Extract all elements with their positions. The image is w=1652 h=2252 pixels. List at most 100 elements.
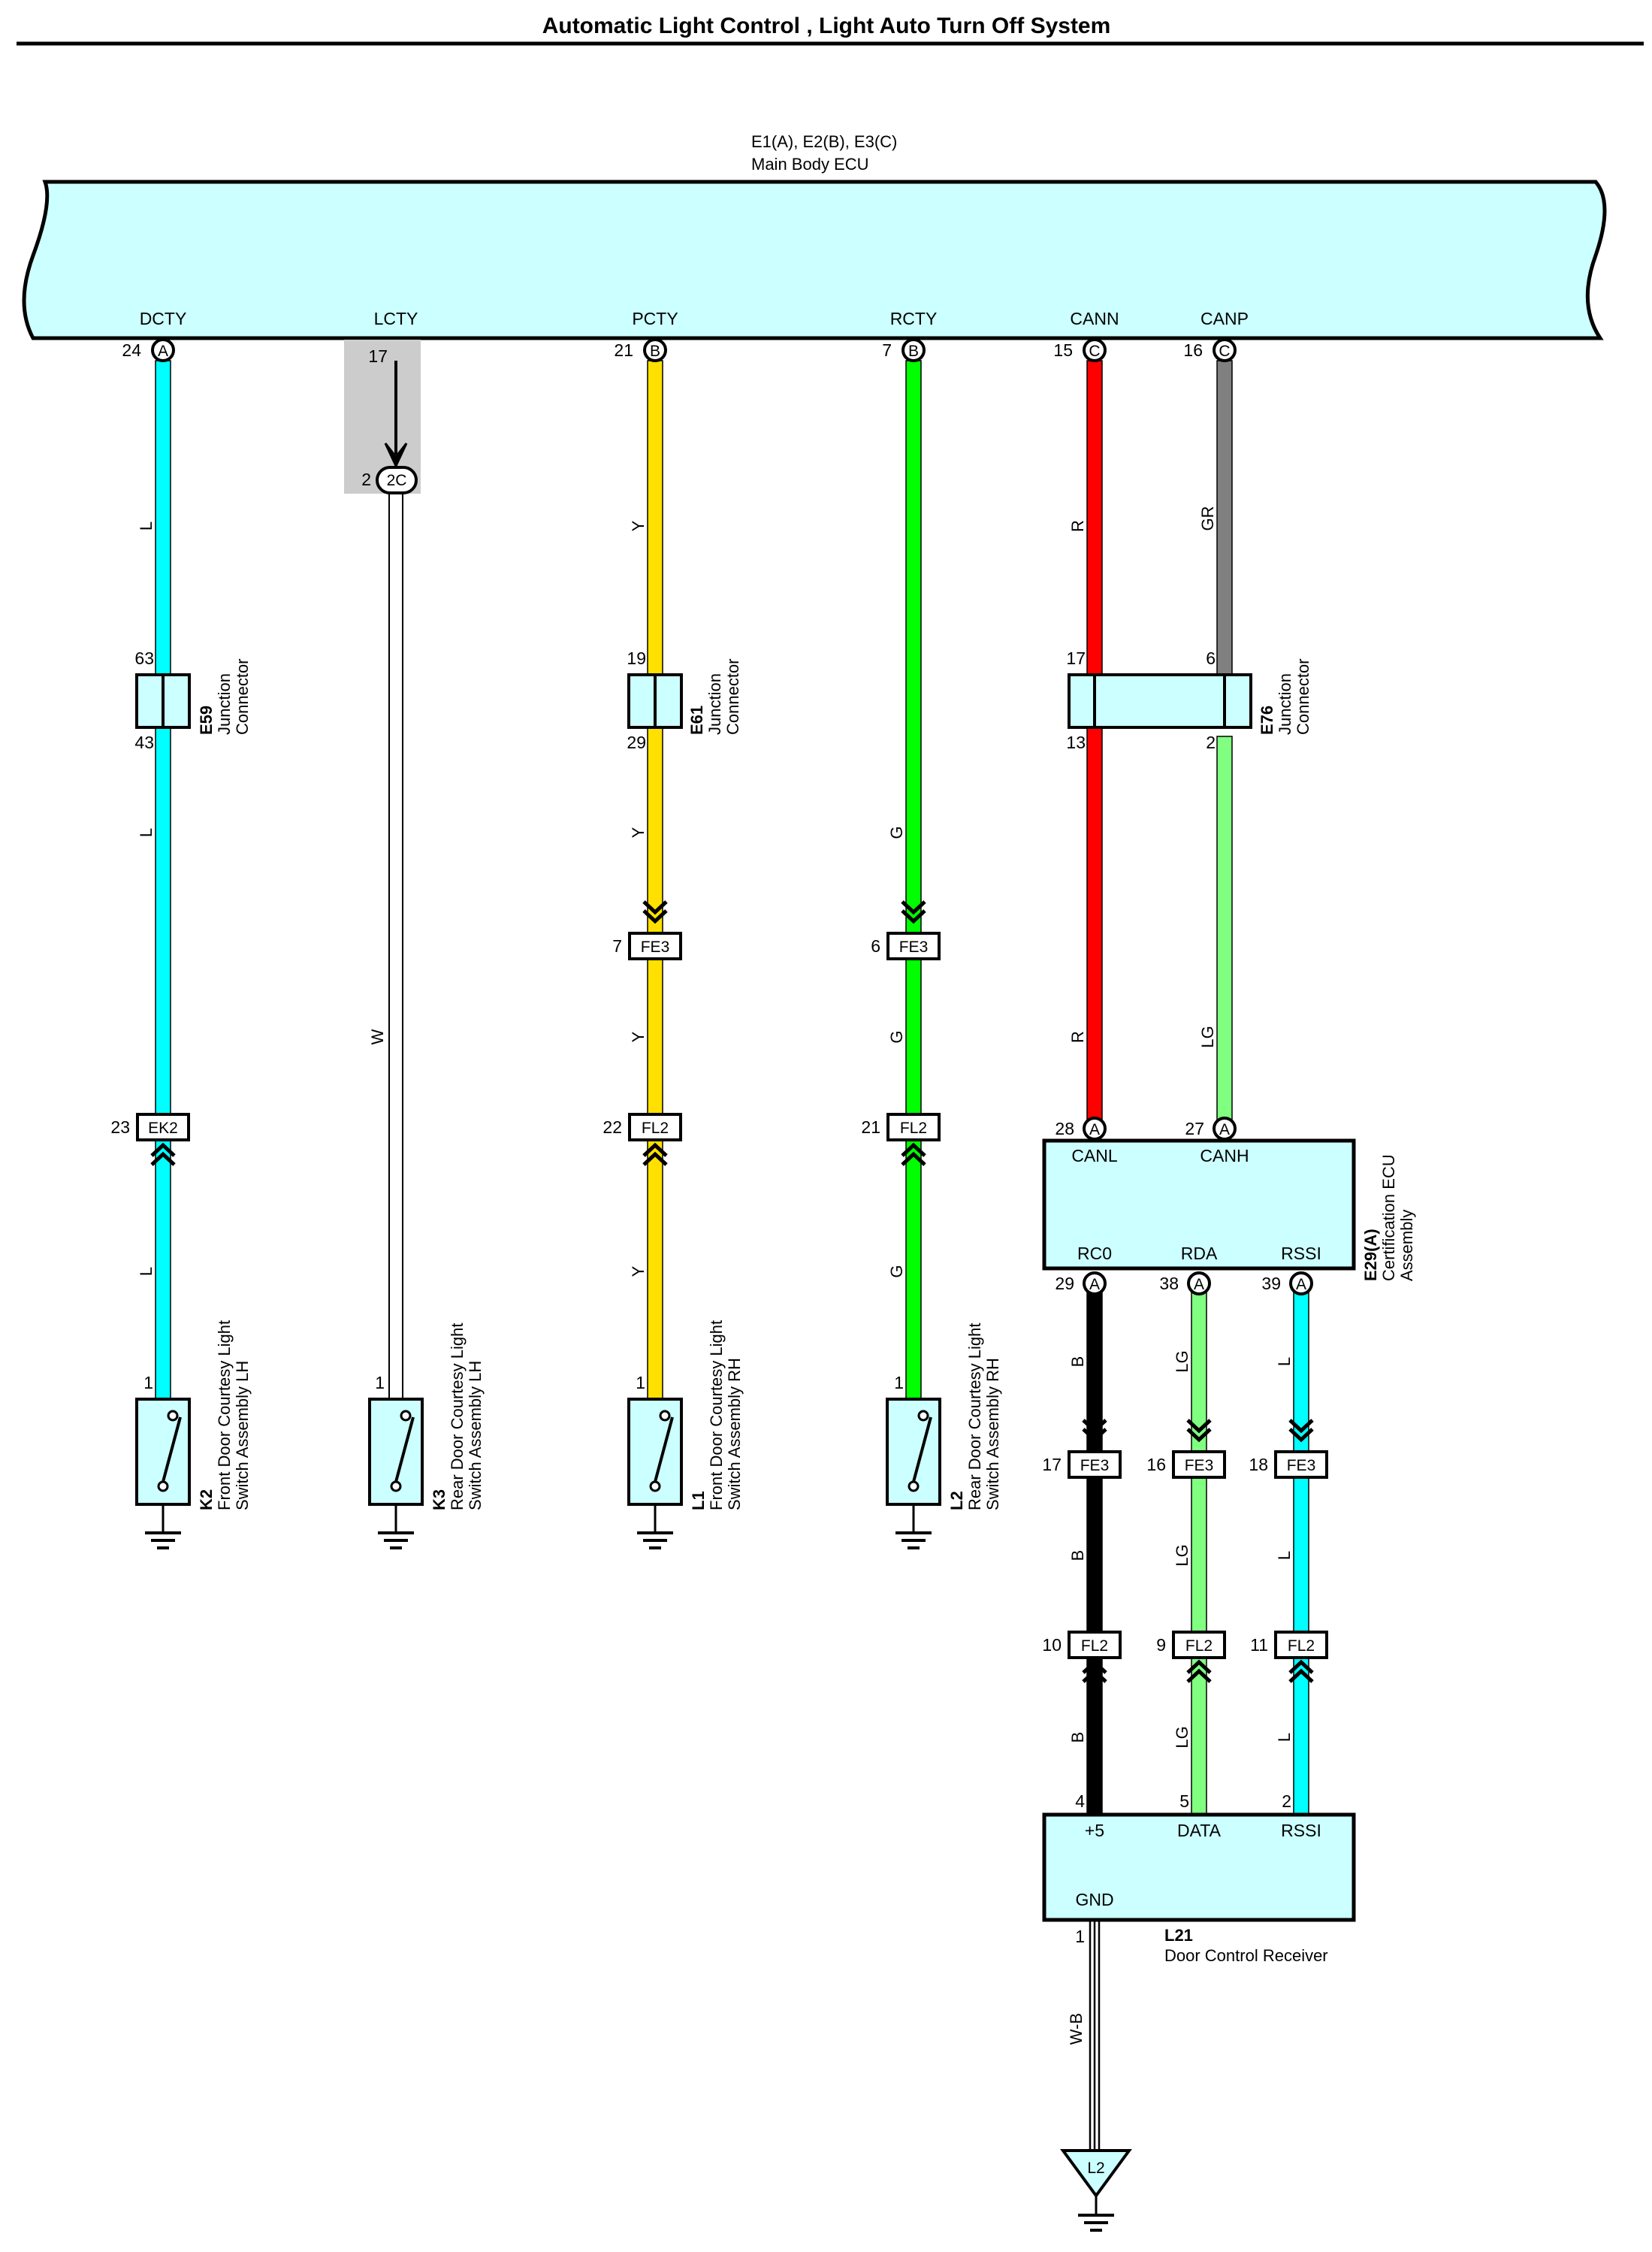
switch-contact-icon xyxy=(917,1410,929,1422)
ground-icon xyxy=(1077,2214,1116,2232)
terminal-rssi: RSSI xyxy=(1281,1244,1321,1263)
svg-text:11: 11 xyxy=(1250,1635,1268,1655)
connector-2c: 2C 2 xyxy=(361,443,418,494)
wire-label-rc0-2: B xyxy=(1068,1550,1087,1561)
svg-text:15: 15 xyxy=(1053,340,1073,360)
cert-pin-rssi: A 39 xyxy=(1261,1271,1313,1295)
connector-fl2-rda: FL2 9 xyxy=(1156,1631,1226,1682)
svg-text:Switch Assembly RH: Switch Assembly RH xyxy=(725,1358,744,1510)
ecu-pin-rcty: B 7 xyxy=(882,338,926,362)
switch-blade-icon xyxy=(162,1416,182,1483)
cert-pin-canh: A 27 xyxy=(1185,1117,1237,1141)
svg-text:EK2: EK2 xyxy=(148,1120,178,1137)
wire-label-cann-2: R xyxy=(1068,1031,1087,1043)
ground-icon xyxy=(143,1531,183,1549)
wire-label-canp-1: GR xyxy=(1198,506,1217,531)
terminal-lcty: LCTY xyxy=(374,309,418,328)
svg-text:Switch Assembly LH: Switch Assembly LH xyxy=(466,1361,485,1510)
svg-text:2: 2 xyxy=(1282,1791,1291,1811)
wire-label-dcty-2: L xyxy=(137,828,156,837)
svg-text:43: 43 xyxy=(134,733,154,752)
switch-contact-icon xyxy=(400,1410,412,1422)
connector-fl2-rssi: FL2 11 xyxy=(1250,1631,1328,1682)
svg-text:13: 13 xyxy=(1066,733,1086,752)
svg-text:FE3: FE3 xyxy=(899,939,929,956)
svg-text:Rear Door Courtesy Light: Rear Door Courtesy Light xyxy=(448,1323,467,1510)
connector-fl2-rcty: FL2 21 xyxy=(861,1113,941,1165)
ground-point-l2: L2 xyxy=(1060,2149,1132,2232)
svg-text:16: 16 xyxy=(1146,1455,1166,1474)
svg-text:2: 2 xyxy=(1206,733,1216,752)
svg-text:FL2: FL2 xyxy=(642,1120,669,1137)
svg-text:23: 23 xyxy=(110,1117,130,1137)
ecu-pin-cann: C 15 xyxy=(1053,338,1107,362)
svg-text:24: 24 xyxy=(122,340,141,360)
svg-text:19: 19 xyxy=(627,648,646,668)
cert-ecu-name-2: Assembly xyxy=(1397,1210,1416,1281)
wire-label-rcty-2: G xyxy=(887,1030,906,1043)
terminal-rda: RDA xyxy=(1181,1244,1218,1263)
terminal-cann: CANN xyxy=(1070,309,1119,328)
connector-fe3-pcty: FE3 7 xyxy=(612,902,682,960)
svg-text:22: 22 xyxy=(603,1117,622,1137)
svg-text:1: 1 xyxy=(1075,1927,1085,1946)
wire-rc0 xyxy=(1086,1292,1103,1819)
wire-rssi xyxy=(1293,1292,1309,1819)
svg-text:L2: L2 xyxy=(1087,2160,1104,2177)
junction-e61: 19 29 E61 Junction Connector xyxy=(627,648,742,752)
connector-fe3-rcty: FE3 6 xyxy=(871,902,941,960)
svg-text:2C: 2C xyxy=(387,472,407,489)
main-ecu-name: Main Body ECU xyxy=(751,155,869,174)
wire-label-pcty-2: Y xyxy=(629,827,648,838)
svg-text:K3: K3 xyxy=(430,1489,448,1510)
wire-dcty xyxy=(155,360,171,1410)
connector-fl2-pcty: FL2 22 xyxy=(603,1113,682,1165)
connector-fe3-rssi: FE3 18 xyxy=(1249,1420,1328,1479)
terminal-canl: CANL xyxy=(1071,1146,1118,1165)
svg-text:9: 9 xyxy=(1156,1635,1166,1655)
svg-text:28: 28 xyxy=(1055,1119,1074,1138)
svg-text:Connector: Connector xyxy=(1294,658,1312,735)
cert-ecu-code: E29(A) xyxy=(1361,1229,1380,1281)
wire-canp-upper xyxy=(1216,360,1233,677)
switch-contact-icon xyxy=(908,1480,920,1492)
svg-text:6: 6 xyxy=(1206,648,1216,668)
svg-text:Front Door Courtesy Light: Front Door Courtesy Light xyxy=(707,1320,726,1510)
switch-k3: 1 K3 Rear Door Courtesy Light Switch Ass… xyxy=(368,1323,485,1549)
svg-text:Switch Assembly RH: Switch Assembly RH xyxy=(983,1358,1002,1510)
svg-text:Connector: Connector xyxy=(723,658,742,735)
connector-fe3-rda: FE3 16 xyxy=(1146,1420,1226,1479)
svg-text:Connector: Connector xyxy=(233,658,252,735)
wire-label-rc0-3: B xyxy=(1068,1732,1087,1743)
svg-text:Junction: Junction xyxy=(705,673,724,735)
svg-text:A: A xyxy=(1219,1121,1230,1138)
diagram-title: Automatic Light Control , Light Auto Tur… xyxy=(542,14,1111,38)
cert-pin-canl: A 28 xyxy=(1055,1117,1107,1141)
switch-blade-icon xyxy=(654,1416,674,1483)
svg-text:A: A xyxy=(158,343,168,360)
svg-text:5: 5 xyxy=(1179,1791,1189,1811)
wire-rda xyxy=(1191,1292,1207,1819)
svg-text:17: 17 xyxy=(368,346,388,366)
connector-fl2-rc0: FL2 10 xyxy=(1042,1631,1122,1682)
svg-text:A: A xyxy=(1089,1276,1100,1293)
switch-blade-icon xyxy=(394,1416,415,1483)
switch-contact-icon xyxy=(390,1480,402,1492)
svg-text:10: 10 xyxy=(1042,1635,1062,1655)
svg-text:4: 4 xyxy=(1075,1791,1085,1811)
wire-label-dcty-1: L xyxy=(137,521,156,531)
svg-text:21: 21 xyxy=(614,340,633,360)
switch-l2: 1 L2 Rear Door Courtesy Light Switch Ass… xyxy=(886,1323,1002,1549)
terminal-dcty: DCTY xyxy=(140,309,187,328)
receiver-code: L21 xyxy=(1164,1926,1193,1945)
svg-text:K2: K2 xyxy=(197,1489,216,1510)
svg-text:B: B xyxy=(650,343,660,360)
wire-label-dcty-3: L xyxy=(137,1267,156,1276)
svg-text:1: 1 xyxy=(375,1373,385,1392)
receiver-name: Door Control Receiver xyxy=(1164,1946,1328,1965)
ground-icon xyxy=(894,1531,933,1549)
wire-label-lcty: W xyxy=(368,1029,387,1044)
wire-label-pcty-3: Y xyxy=(629,1031,648,1042)
terminal-rc0: RC0 xyxy=(1077,1244,1112,1263)
